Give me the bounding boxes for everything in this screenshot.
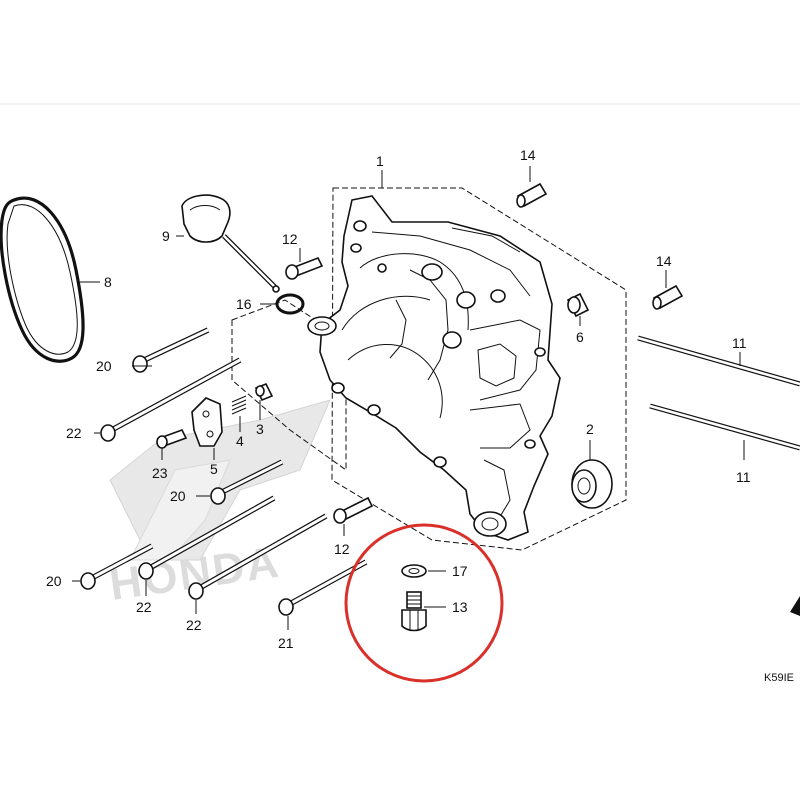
flange-bolt-lower	[333, 496, 374, 524]
long-bolt-20-middle	[210, 459, 284, 505]
callout-2: 2	[586, 421, 594, 437]
leader-lines	[72, 166, 745, 630]
callout-22-right: 22	[186, 617, 202, 633]
callout-14-right: 14	[656, 253, 672, 269]
callout-16: 16	[236, 296, 252, 312]
callout-6: 6	[576, 329, 584, 345]
callout-9: 9	[162, 228, 170, 244]
drive-belt	[0, 196, 85, 363]
callout-20-lower: 20	[46, 573, 62, 589]
plate	[191, 397, 223, 447]
long-bolt-22-right	[188, 513, 328, 600]
bearing	[571, 459, 613, 509]
callout-23: 23	[152, 465, 168, 481]
assembly-box-inner	[231, 299, 347, 471]
stud-bolt-lower	[649, 403, 800, 451]
assembly-box-main	[331, 187, 627, 551]
callout-22-upper: 22	[66, 425, 82, 441]
callout-20-upper: 20	[96, 358, 112, 374]
callout-13: 13	[452, 599, 468, 615]
long-bolt-20-lower	[80, 543, 154, 590]
callout-12-lower: 12	[334, 541, 350, 557]
crankcase-cover	[307, 195, 561, 541]
long-bolt-20-upper	[132, 327, 210, 373]
callout-22-left: 22	[136, 599, 152, 615]
callout-labels: 1 2 3 4 5 6 8 9 11 11 12 12 13 14 14 16 …	[46, 147, 751, 651]
dowel-pin-right	[652, 284, 684, 310]
sealing-washer	[401, 564, 427, 578]
callout-11-upper: 11	[732, 335, 747, 351]
callout-12-upper: 12	[282, 231, 298, 247]
callout-8: 8	[104, 274, 112, 290]
spring	[231, 395, 247, 415]
highlight-circle	[344, 523, 504, 683]
diagram-code: K59IE	[764, 672, 794, 684]
stud-bolt-upper	[637, 335, 800, 387]
callout-3: 3	[256, 421, 264, 437]
collar	[566, 292, 590, 318]
long-bolt-22-upper	[100, 357, 242, 442]
callout-14-upper: 14	[520, 147, 536, 163]
drain-bolt	[401, 591, 427, 632]
oil-dipstick	[181, 194, 280, 293]
long-bolt-22-left	[138, 495, 276, 580]
dowel-pin-upper	[516, 182, 548, 208]
arrow-edge-icon	[790, 596, 800, 616]
callout-1: 1	[376, 153, 384, 169]
dowel-pin-small	[254, 382, 274, 402]
flange-bolt-upper	[285, 256, 324, 280]
o-ring	[275, 293, 305, 315]
callout-4: 4	[236, 433, 244, 449]
callout-17: 17	[452, 563, 468, 579]
callout-11-lower: 11	[736, 469, 751, 485]
callout-21: 21	[278, 635, 294, 651]
callout-20-middle: 20	[170, 488, 186, 504]
callout-5: 5	[210, 461, 218, 477]
